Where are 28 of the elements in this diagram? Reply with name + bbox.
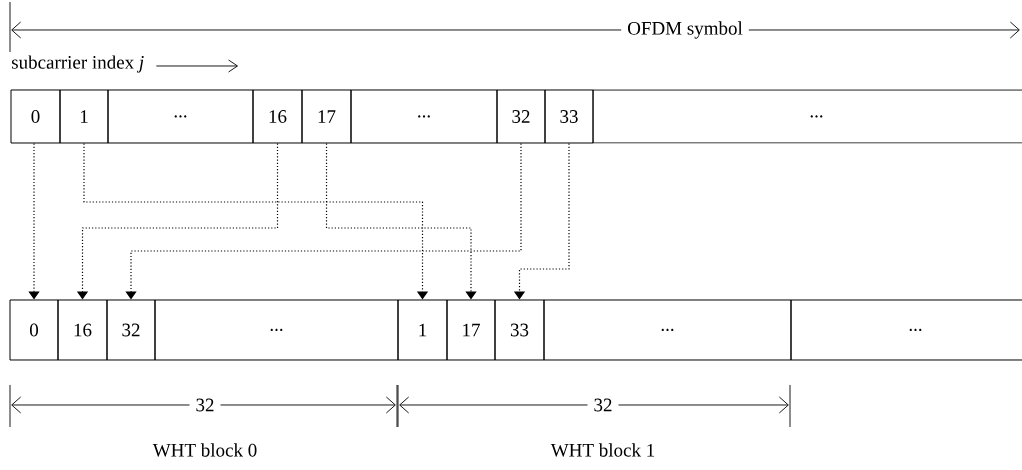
block-label: WHT block 1 — [550, 443, 655, 457]
index-cell: 16 — [252, 89, 303, 144]
dimension-label: OFDM symbol — [621, 20, 749, 40]
index-cell: ... — [790, 299, 1022, 361]
index-cell: 16 — [57, 299, 108, 361]
dimension-label: 32 — [189, 397, 221, 413]
index-cell: 0 — [9, 299, 59, 361]
dimension-label: 32 — [587, 397, 619, 413]
arrow — [28, 142, 40, 300]
index-cell: 32 — [106, 299, 156, 361]
index-cell: 32 — [496, 89, 546, 144]
index-cell: ... — [107, 89, 254, 144]
block-label: WHT block 0 — [152, 443, 257, 457]
index-cell: 1 — [59, 89, 109, 144]
axis-label: subcarrier indexj — [12, 55, 144, 73]
index-cell: 33 — [494, 299, 545, 361]
arrow — [125, 142, 522, 300]
index-cell: ... — [592, 89, 1022, 144]
arrow — [83, 142, 429, 300]
index-cell: 0 — [10, 89, 61, 144]
arrow — [325, 142, 477, 300]
index-cell: 1 — [397, 299, 448, 361]
index-cell: ... — [350, 89, 498, 144]
index-cell: ... — [543, 299, 792, 361]
index-cell: ... — [154, 299, 399, 361]
index-cell: 33 — [544, 89, 594, 144]
index-cell: 17 — [446, 299, 496, 361]
index-cell: 17 — [301, 89, 352, 144]
